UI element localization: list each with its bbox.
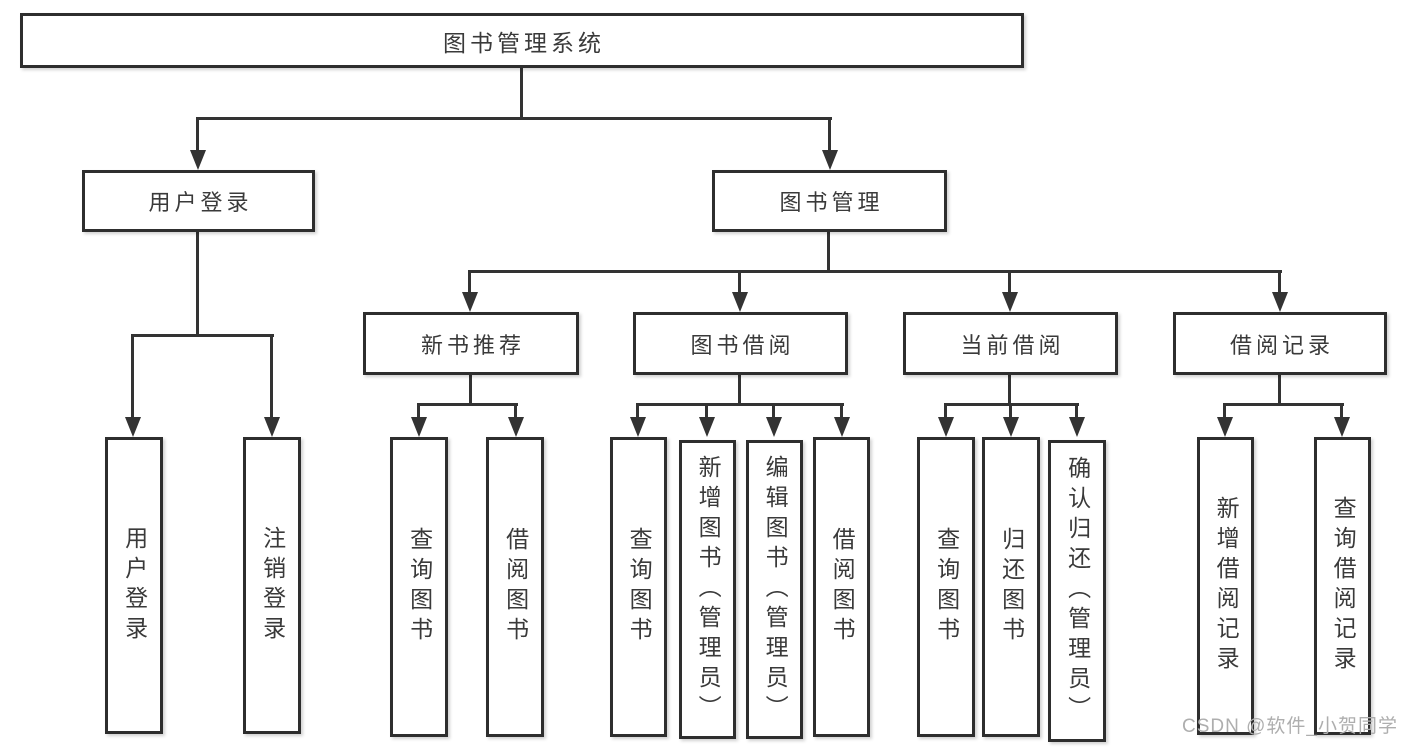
line-segment xyxy=(196,232,199,336)
leaf-logout-login-label: 注销登录 xyxy=(259,525,286,646)
line-segment xyxy=(468,270,1282,273)
node-book-management: 图书管理 xyxy=(712,170,947,232)
leaf-query-borrow-record-label: 查询借阅记录 xyxy=(1330,496,1357,676)
leaf-query-books-b: 查询图书 xyxy=(610,437,667,737)
leaf-borrow-books-a: 借阅图书 xyxy=(486,437,544,737)
leaf-edit-book-admin: 编辑图书（管理员） xyxy=(746,440,803,739)
arrow-down-icon xyxy=(1217,417,1233,437)
line-segment xyxy=(131,334,134,420)
line-segment xyxy=(944,403,947,423)
leaf-query-books-a: 查询图书 xyxy=(390,437,448,737)
line-segment xyxy=(417,403,518,406)
arrow-down-icon xyxy=(264,417,280,437)
leaf-add-borrow-record-label: 新增借阅记录 xyxy=(1213,496,1240,676)
arrow-down-icon xyxy=(190,150,206,170)
line-segment xyxy=(417,403,420,423)
leaf-confirm-return-admin-label: 确认归还（管理员） xyxy=(1064,456,1091,726)
node-user-login-label: 用户登录 xyxy=(148,190,253,215)
leaf-query-borrow-record: 查询借阅记录 xyxy=(1314,437,1371,735)
line-segment xyxy=(514,403,517,423)
node-borrowing-records: 借阅记录 xyxy=(1173,312,1387,375)
line-segment xyxy=(270,334,273,420)
node-book-borrowing-label: 图书借阅 xyxy=(690,332,795,358)
arrow-down-icon xyxy=(508,417,524,437)
leaf-confirm-return-admin: 确认归还（管理员） xyxy=(1048,440,1106,742)
leaf-edit-book-admin-label: 编辑图书（管理员） xyxy=(762,454,789,725)
leaf-query-books-b-label: 查询图书 xyxy=(626,527,653,647)
leaf-logout-login: 注销登录 xyxy=(243,437,301,734)
line-segment xyxy=(827,232,830,273)
leaf-query-books-a-label: 查询图书 xyxy=(406,527,433,647)
line-segment xyxy=(131,334,274,337)
arrow-down-icon xyxy=(125,417,141,437)
node-new-book-recommend-label: 新书推荐 xyxy=(420,332,525,358)
line-segment xyxy=(469,374,472,406)
arrow-down-icon xyxy=(411,417,427,437)
arrow-down-icon xyxy=(834,417,850,437)
line-segment xyxy=(772,403,775,423)
arrow-down-icon xyxy=(630,417,646,437)
line-segment xyxy=(828,117,831,157)
line-segment xyxy=(705,403,708,423)
leaf-return-books-label: 归还图书 xyxy=(998,527,1025,647)
leaf-borrow-books-b-label: 借阅图书 xyxy=(829,527,856,647)
line-segment xyxy=(1223,403,1226,423)
line-segment xyxy=(738,270,741,298)
node-current-borrowing: 当前借阅 xyxy=(903,312,1118,375)
line-segment xyxy=(1278,270,1281,298)
line-segment xyxy=(468,270,471,298)
arrow-down-icon xyxy=(462,292,478,312)
arrow-down-icon xyxy=(1069,417,1085,437)
node-current-borrowing-label: 当前借阅 xyxy=(960,332,1065,358)
line-segment xyxy=(196,117,199,157)
arrow-down-icon xyxy=(766,417,782,437)
line-segment xyxy=(1340,403,1343,423)
line-segment xyxy=(520,66,523,120)
node-book-management-label: 图书管理 xyxy=(779,190,884,215)
node-borrowing-records-label: 借阅记录 xyxy=(1229,332,1334,358)
arrow-down-icon xyxy=(699,417,715,437)
leaf-query-books-c-label: 查询图书 xyxy=(933,527,960,647)
arrow-down-icon xyxy=(1003,417,1019,437)
line-segment xyxy=(636,403,844,406)
line-segment xyxy=(636,403,639,423)
leaf-add-book-admin-label: 新增图书（管理员） xyxy=(695,454,722,725)
watermark: CSDN @软件_小贺同学 xyxy=(1182,716,1398,737)
line-segment xyxy=(738,374,741,406)
line-segment xyxy=(1223,403,1344,406)
line-segment xyxy=(1008,270,1011,298)
node-root-label: 图书管理系统 xyxy=(443,29,605,56)
arrow-down-icon xyxy=(1272,292,1288,312)
arrow-down-icon xyxy=(822,150,838,170)
node-root: 图书管理系统 xyxy=(20,13,1024,68)
node-new-book-recommend: 新书推荐 xyxy=(363,312,579,375)
node-user-login: 用户登录 xyxy=(82,170,315,232)
line-segment xyxy=(196,117,832,120)
leaf-query-books-c: 查询图书 xyxy=(917,437,975,737)
leaf-borrow-books-b: 借阅图书 xyxy=(813,437,870,737)
arrow-down-icon xyxy=(1334,417,1350,437)
leaf-user-login-label: 用户登录 xyxy=(121,525,148,646)
arrow-down-icon xyxy=(732,292,748,312)
leaf-return-books: 归还图书 xyxy=(982,437,1040,737)
arrow-down-icon xyxy=(1002,292,1018,312)
leaf-user-login: 用户登录 xyxy=(105,437,163,734)
leaf-borrow-books-a-label: 借阅图书 xyxy=(502,527,529,647)
leaf-add-borrow-record: 新增借阅记录 xyxy=(1197,437,1254,735)
line-segment xyxy=(1009,403,1012,423)
leaf-add-book-admin: 新增图书（管理员） xyxy=(679,440,736,739)
line-segment xyxy=(840,403,843,423)
line-segment xyxy=(1278,374,1281,406)
arrow-down-icon xyxy=(938,417,954,437)
node-book-borrowing: 图书借阅 xyxy=(633,312,848,375)
line-segment xyxy=(1008,374,1011,406)
line-segment xyxy=(1075,403,1078,423)
